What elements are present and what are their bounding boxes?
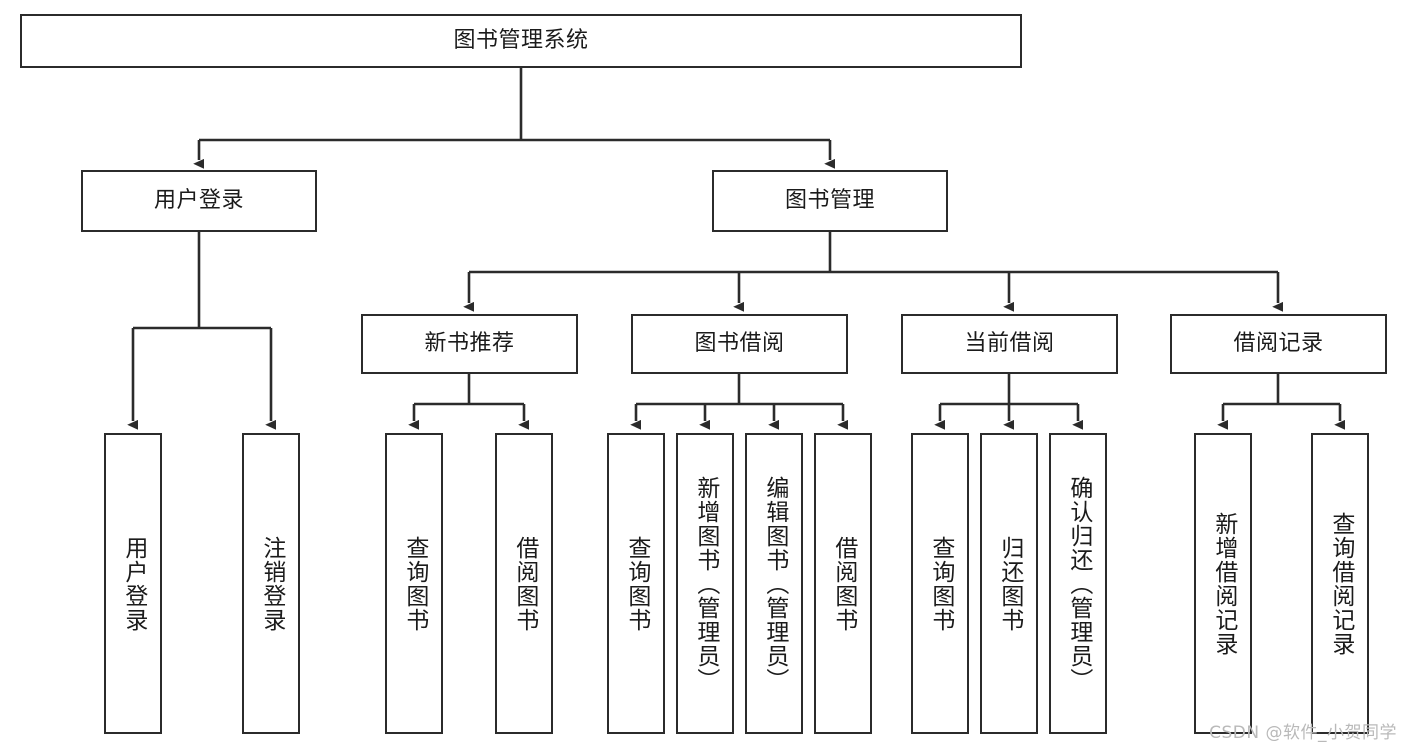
node-label: 编辑图书（管理员） xyxy=(761,475,788,692)
node-label: 借阅记录 xyxy=(1233,331,1324,357)
node-book-borrowing[interactable]: 图书借阅 xyxy=(631,314,848,374)
node-label: 图书管理系统 xyxy=(453,28,589,54)
leaf-edit-book-admin[interactable]: 编辑图书（管理员） xyxy=(745,433,803,734)
leaf-borrow-books-borrow[interactable]: 借阅图书 xyxy=(814,433,872,734)
leaf-logout[interactable]: 注销登录 xyxy=(242,433,300,734)
node-label: 注销登录 xyxy=(258,535,285,632)
leaf-add-borrow-record[interactable]: 新增借阅记录 xyxy=(1194,433,1252,734)
node-label: 归还图书 xyxy=(996,535,1023,632)
leaf-borrow-books-new[interactable]: 借阅图书 xyxy=(495,433,553,734)
node-label: 图书管理 xyxy=(784,188,875,214)
node-current-borrowing[interactable]: 当前借阅 xyxy=(901,314,1118,374)
node-label: 用户登录 xyxy=(120,535,147,632)
node-book-management[interactable]: 图书管理 xyxy=(712,170,948,232)
leaf-query-books-new[interactable]: 查询图书 xyxy=(385,433,443,734)
node-user-login[interactable]: 用户登录 xyxy=(81,170,317,232)
leaf-user-login[interactable]: 用户登录 xyxy=(104,433,162,734)
leaf-return-books[interactable]: 归还图书 xyxy=(980,433,1038,734)
node-new-book-recommendation[interactable]: 新书推荐 xyxy=(361,314,578,374)
node-label: 新增借阅记录 xyxy=(1210,511,1237,656)
node-label: 确认归还（管理员） xyxy=(1065,475,1092,692)
csdn-watermark: CSDN @软件_小贺同学 xyxy=(1209,723,1397,743)
node-label: 新增图书（管理员） xyxy=(692,475,719,692)
node-label: 新书推荐 xyxy=(424,331,515,357)
leaf-query-borrow-record[interactable]: 查询借阅记录 xyxy=(1311,433,1369,734)
node-label: 查询图书 xyxy=(401,535,428,632)
node-label: 借阅图书 xyxy=(830,535,857,632)
leaf-query-books-borrow[interactable]: 查询图书 xyxy=(607,433,665,734)
node-label: 查询图书 xyxy=(623,535,650,632)
node-borrowing-records[interactable]: 借阅记录 xyxy=(1170,314,1387,374)
leaf-add-book-admin[interactable]: 新增图书（管理员） xyxy=(676,433,734,734)
node-label: 用户登录 xyxy=(153,188,244,214)
leaf-confirm-return-admin[interactable]: 确认归还（管理员） xyxy=(1049,433,1107,734)
leaf-query-books-current[interactable]: 查询图书 xyxy=(911,433,969,734)
node-label: 查询图书 xyxy=(927,535,954,632)
node-label: 图书借阅 xyxy=(694,331,785,357)
node-label: 借阅图书 xyxy=(511,535,538,632)
node-root-book-management-system[interactable]: 图书管理系统 xyxy=(20,14,1022,68)
node-label: 当前借阅 xyxy=(964,331,1055,357)
node-label: 查询借阅记录 xyxy=(1327,511,1354,656)
